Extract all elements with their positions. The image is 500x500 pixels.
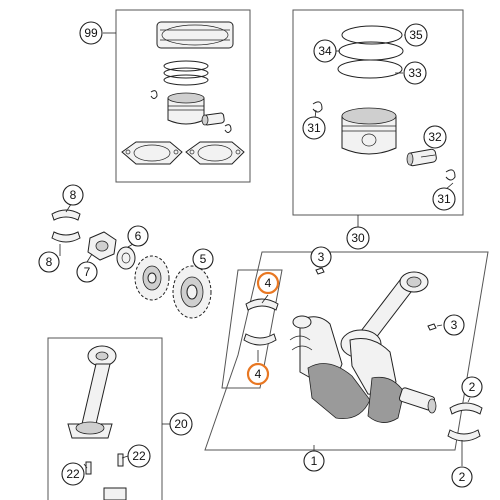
main-bearing-upper xyxy=(245,298,279,311)
group-99-kit xyxy=(115,9,251,183)
gear-large-5 xyxy=(172,265,212,319)
callout-7-label: 7 xyxy=(84,265,91,279)
callout-32-label: 32 xyxy=(428,130,442,144)
main-bearing-lower xyxy=(243,333,277,346)
piston-frame xyxy=(292,9,464,216)
washer-6 xyxy=(116,246,136,270)
callout-33-label: 33 xyxy=(408,66,422,80)
callout-1: 1 xyxy=(303,450,325,472)
callout-8-lower: 8 xyxy=(38,251,60,273)
ring-34 xyxy=(338,41,404,61)
circlip-upper xyxy=(312,101,323,113)
callout-35-label: 35 xyxy=(409,28,423,42)
callout-2-upper: 2 xyxy=(461,376,483,398)
callout-30: 30 xyxy=(346,226,370,250)
callout-32: 32 xyxy=(423,125,447,149)
crank-frame xyxy=(204,251,489,451)
callout-20-label: 20 xyxy=(174,417,188,431)
callout-3-right-label: 3 xyxy=(451,318,458,332)
kit-piston-rings xyxy=(163,60,209,86)
rod-cap xyxy=(103,487,127,500)
ring-35 xyxy=(341,25,403,45)
callout-4-lower: 4 xyxy=(246,362,270,386)
spare-connecting-rod xyxy=(67,345,117,439)
callout-30-label: 30 xyxy=(351,231,365,245)
kit-base-gasket-right xyxy=(185,141,245,165)
rod-bolt-left xyxy=(85,461,92,475)
crankshaft xyxy=(289,315,437,423)
bearing-shell-2-upper xyxy=(449,402,483,415)
group-20-con-rod xyxy=(47,337,163,500)
callout-4-lower-label: 4 xyxy=(255,367,262,381)
callout-31-lower-label: 31 xyxy=(437,192,451,206)
group-30-piston-assembly xyxy=(292,9,464,216)
dowel-right xyxy=(427,323,437,331)
callout-20: 20 xyxy=(169,412,193,436)
dowel-upper xyxy=(315,267,325,275)
callout-34-label: 34 xyxy=(318,44,332,58)
callout-3-upper: 3 xyxy=(310,246,332,268)
kit-base-gasket-left xyxy=(121,141,183,165)
callout-22-left: 22 xyxy=(61,462,85,486)
kit-clip-right xyxy=(224,124,232,133)
callout-31-upper-label: 31 xyxy=(307,121,321,135)
callout-7: 7 xyxy=(76,261,98,283)
callout-4-upper-label: 4 xyxy=(265,276,272,290)
callout-8-lower-label: 8 xyxy=(46,255,53,269)
callout-5-label: 5 xyxy=(200,252,207,266)
callout-22-right: 22 xyxy=(127,444,151,468)
kit-clip-left xyxy=(150,90,158,99)
callout-8-upper: 8 xyxy=(62,184,84,206)
callout-99: 99 xyxy=(79,21,103,45)
callout-22-left-label: 22 xyxy=(66,467,80,481)
callout-31-upper: 31 xyxy=(302,116,326,140)
main-bearing-frame xyxy=(221,269,283,389)
kit-wrist-pin xyxy=(201,112,225,126)
callout-3-upper-label: 3 xyxy=(318,250,325,264)
callout-34: 34 xyxy=(313,39,337,63)
callout-3-right: 3 xyxy=(443,314,465,336)
callout-1-label: 1 xyxy=(311,454,318,468)
con-rod-bearings-8 xyxy=(51,209,81,243)
rod-bolt-right xyxy=(117,453,124,467)
callout-2-lower: 2 xyxy=(451,466,473,488)
bearing-shell-2-lower xyxy=(447,429,481,442)
callout-33: 33 xyxy=(403,61,427,85)
callout-35: 35 xyxy=(404,23,428,47)
top-gasket xyxy=(156,21,234,49)
nut-7 xyxy=(87,231,117,261)
callout-6-label: 6 xyxy=(135,229,142,243)
con-rod-frame xyxy=(47,337,163,500)
callout-31-lower: 31 xyxy=(432,187,456,211)
kit-piston xyxy=(167,92,205,125)
wrist-pin xyxy=(406,148,437,167)
callout-2-lower-label: 2 xyxy=(459,470,466,484)
callout-99-label: 99 xyxy=(84,26,98,40)
kit-frame xyxy=(115,9,251,183)
callout-22-right-label: 22 xyxy=(132,449,146,463)
ring-33 xyxy=(337,59,403,79)
callout-6: 6 xyxy=(127,225,149,247)
circlip-lower xyxy=(445,169,456,181)
callout-2-upper-label: 2 xyxy=(469,380,476,394)
callout-8-upper-label: 8 xyxy=(70,188,77,202)
group-1-crankshaft xyxy=(204,251,489,451)
piston xyxy=(341,107,397,155)
gear-small xyxy=(134,255,170,301)
callout-5: 5 xyxy=(192,248,214,270)
callout-4-upper: 4 xyxy=(256,271,280,295)
